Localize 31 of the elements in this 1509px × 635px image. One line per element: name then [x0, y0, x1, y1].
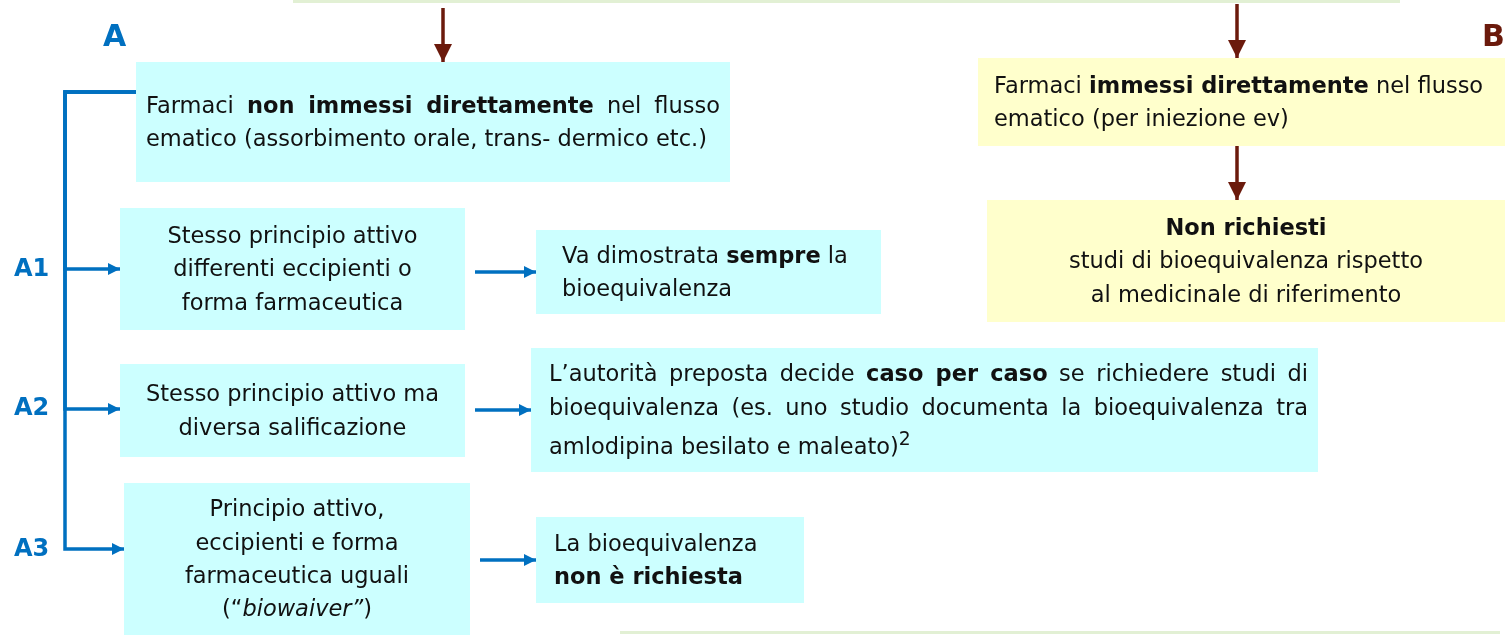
- condition-box: [124, 483, 470, 635]
- box-text: Principio attivo, eccipienti e forma farmaceutica uguali (“biowaiver”): [183, 494, 411, 624]
- arrow: [1228, 4, 1246, 58]
- condition-box: [120, 208, 465, 330]
- outcome-box: [531, 348, 1318, 472]
- branch-label: A2: [14, 393, 50, 421]
- box-text: Farmaci non immessi direttamente nel flusso ematico (assorbimento orale, trans- dermico etc.): [146, 90, 720, 153]
- arrow: [434, 8, 452, 62]
- arrow: [63, 90, 136, 555]
- branch-label: A1: [14, 254, 50, 282]
- box-text: Stesso principio attivo ma diversa salificazione: [144, 379, 441, 442]
- category-box: [978, 58, 1505, 146]
- arrow: [480, 554, 536, 566]
- outcome-box: [536, 230, 881, 314]
- arrow: [475, 266, 536, 278]
- section-letter: A: [103, 18, 127, 53]
- branch-label: A3: [14, 534, 50, 562]
- box-text: L’autorità preposta decide caso per caso se richiedere studi di bioequivalenza (es. uno studio documenta la bioequivalenza tra amlodipina besilato e maleato)$^{2}$: [549, 359, 1308, 461]
- box-text: Farmaci immessi direttamente nel flusso ematico (per iniezione ev): [994, 70, 1485, 133]
- category-box: [136, 62, 730, 182]
- outcome-box: [987, 200, 1505, 322]
- box-text: Va dimostrata sempre la bioequivalenza: [562, 240, 849, 303]
- arrow: [475, 404, 531, 416]
- condition-box: [120, 364, 465, 457]
- outcome-box: [536, 517, 804, 603]
- box-text: studi di bioequivalenza rispetto al medicinale di riferimento: [1067, 246, 1425, 309]
- section-letter: B: [1482, 18, 1505, 53]
- box-text: La bioequivalenza non è richiesta: [554, 528, 759, 591]
- box-text: Stesso principio attivo differenti eccipienti o forma farmaceutica: [166, 221, 419, 317]
- box-heading: Non richiesti: [1164, 213, 1328, 243]
- arrow: [1228, 146, 1246, 200]
